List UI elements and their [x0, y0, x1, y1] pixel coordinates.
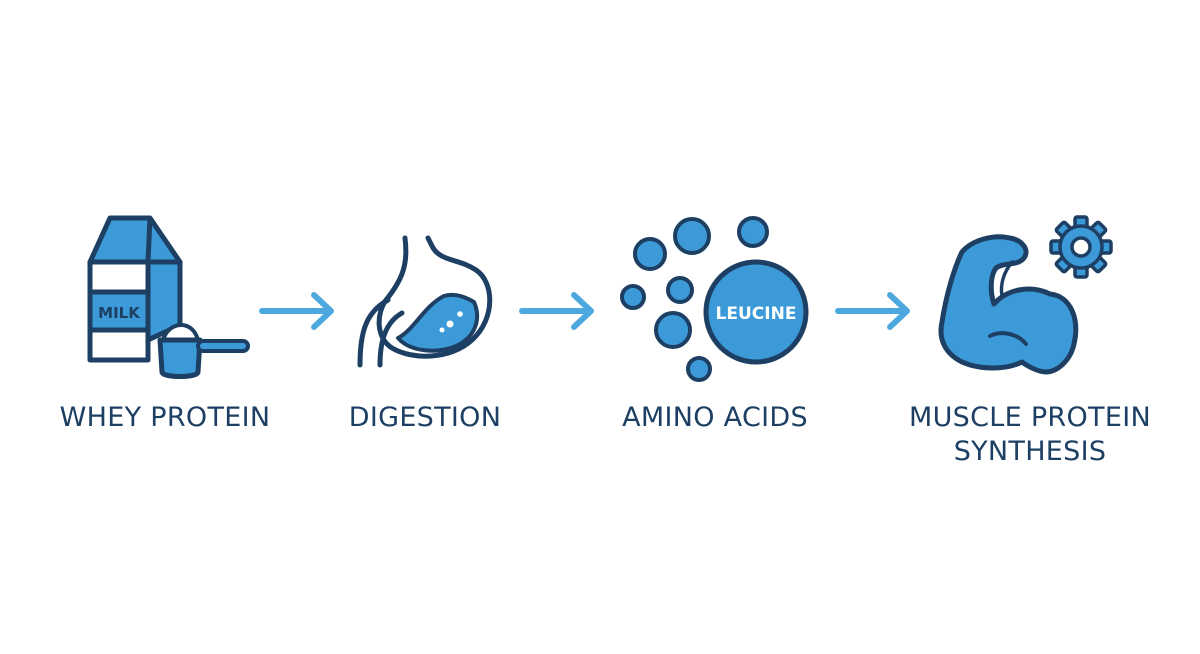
step-label-line: WHEY PROTEIN	[59, 402, 271, 433]
milk-carton-and-scoop-icon: MILK	[87, 215, 250, 379]
arm-forearm-line	[999, 260, 1014, 298]
amino-acid-molecule	[620, 284, 646, 310]
step-label-line: MUSCLE PROTEIN	[909, 402, 1151, 433]
stomach-outline	[376, 235, 493, 359]
leucine-molecule	[703, 259, 809, 365]
stomach-icon	[357, 235, 493, 368]
flexed-arm	[938, 234, 1079, 375]
stomach-duodenum	[357, 297, 405, 368]
amino-acid-molecule	[654, 311, 692, 349]
step-label-line: SYNTHESIS	[953, 436, 1107, 467]
carton-label-band	[87, 289, 151, 333]
amino-acid-molecule	[666, 276, 694, 304]
scoop-cup	[157, 337, 203, 379]
amino-acid-molecule	[737, 216, 769, 248]
step-label-amino-acids: AMINO ACIDS	[595, 401, 835, 435]
scoop-handle	[196, 339, 250, 353]
stomach-fluid	[396, 292, 480, 353]
carton-top	[87, 215, 183, 265]
arm-muscle-line	[988, 331, 1028, 346]
stomach-bubble	[457, 311, 463, 317]
stomach-bubble	[439, 327, 445, 333]
flexed-muscle-with-gear-icon	[938, 215, 1113, 375]
amino-acid-molecules-icon: LEUCINE	[620, 216, 809, 382]
step-label-line: AMINO ACIDS	[622, 402, 808, 433]
amino-acid-molecule	[633, 237, 667, 271]
step-label-digestion: DIGESTION	[320, 401, 530, 435]
arrow-amino-to-mps	[835, 292, 910, 330]
leucine-label: LEUCINE	[716, 304, 797, 324]
arrow-whey-to-digestion	[259, 292, 334, 330]
arrow-digestion-to-amino	[519, 292, 594, 330]
amino-acid-molecule	[686, 356, 712, 382]
step-label-muscle-protein-synthesis: MUSCLE PROTEIN SYNTHESIS	[885, 401, 1175, 469]
gear-icon	[1049, 215, 1113, 279]
step-label-line: DIGESTION	[348, 402, 502, 433]
amino-acid-molecule	[673, 217, 711, 255]
carton-milk-text: MILK	[98, 304, 141, 322]
stomach-bubble	[446, 320, 454, 328]
step-label-whey-protein: WHEY PROTEIN	[40, 401, 290, 435]
